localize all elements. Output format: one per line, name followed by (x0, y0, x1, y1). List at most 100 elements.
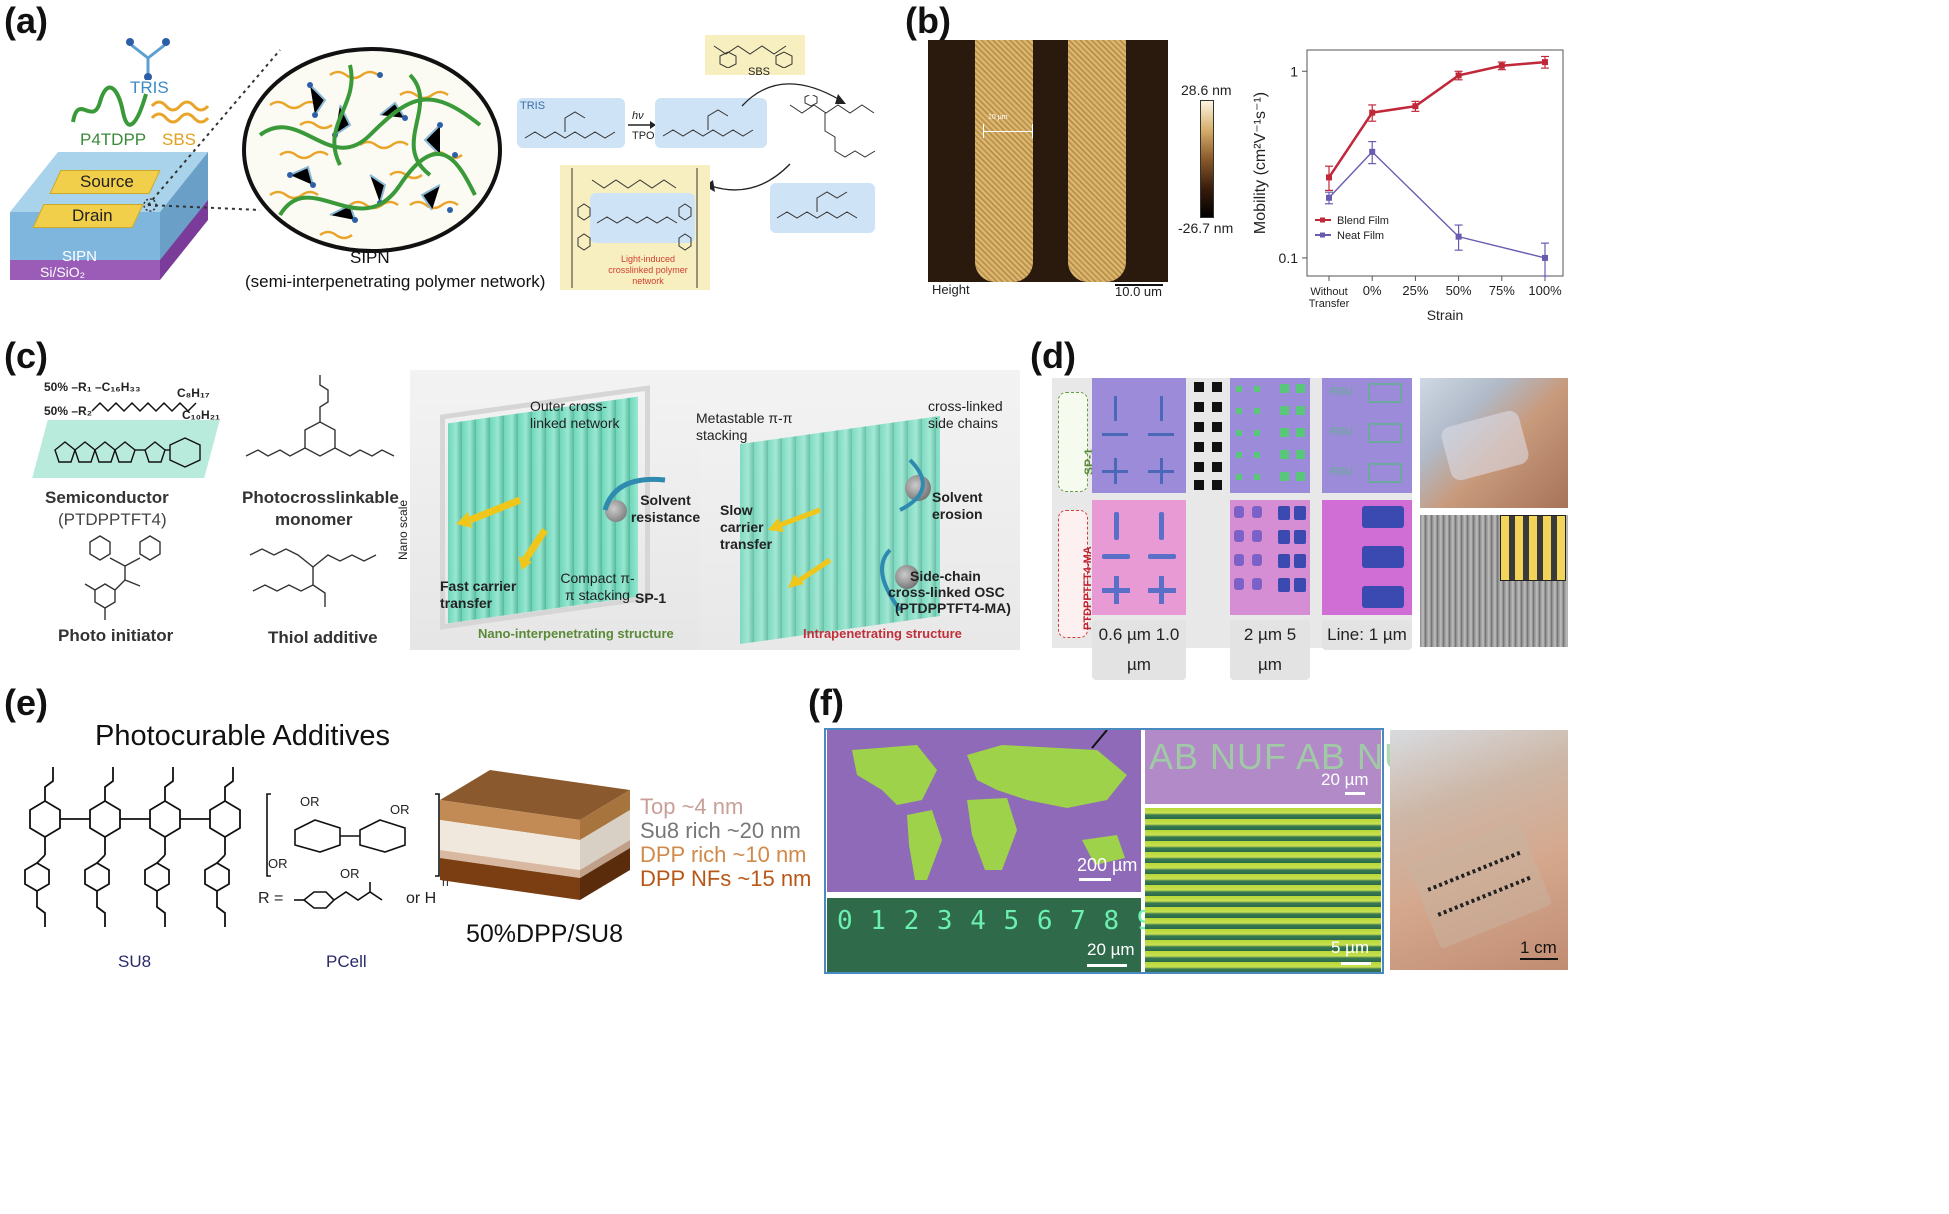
tris-structure (524, 111, 616, 139)
tris-label: TRIS (130, 78, 169, 97)
sp1-line-v2 (1160, 396, 1163, 421)
crosslink-structure (789, 95, 876, 158)
r1-label: 50% –R₁ –C₁₆H₃₃ (44, 380, 141, 394)
scheme-hv: hν (632, 110, 644, 122)
sp1-cube-label: SP-1 (635, 590, 667, 606)
line-caption: Line: 1 µm (1322, 620, 1412, 650)
data-point (1542, 59, 1548, 66)
cross-caption: 0.6 µm 1.0 µm (1092, 620, 1186, 680)
afm-colorbar-bottom: -26.7 nm (1178, 220, 1234, 236)
sp1-line-v1 (1114, 396, 1117, 421)
ma-line-v2 (1159, 512, 1164, 540)
solvent-resistance-label: Solvent resistance (630, 492, 701, 525)
data-point (1455, 72, 1462, 79)
x-axis-label: Strain (1427, 307, 1464, 320)
sp1-cross1-v (1114, 458, 1117, 484)
outer-network-label: Outer cross-linked network (530, 398, 620, 431)
layer-su8: Su8 rich ~20 nm (640, 818, 801, 843)
tris-molecule-icon (126, 38, 170, 80)
solvent-sphere-3 (895, 565, 919, 589)
photocurable-title: Photocurable Additives (95, 720, 391, 752)
series-line-neat-film (1328, 150, 1546, 259)
fast-carrier-arrows (456, 496, 548, 570)
ma-cross1-v (1114, 576, 1119, 604)
mobility-chart: 10.1WithoutTransfer0%25%50%75%100%Strain… (1252, 49, 1564, 320)
side-chain-label-1: Side-chain (910, 568, 981, 584)
afm-scalebar-label: 10.0 um (1115, 284, 1162, 299)
ma-cross-image (1092, 500, 1186, 615)
sp1-dot-grid (1236, 384, 1305, 481)
solvent-erosion-label: Solvent erosion (932, 489, 983, 522)
fdu-box-1 (1368, 383, 1402, 403)
letters-image: AB NUF AB NU 20 µm (1145, 730, 1410, 804)
lines-scale-label: 5 µm (1331, 938, 1370, 957)
tris-structure-2 (776, 191, 858, 219)
x-tick-label: Without (1310, 286, 1347, 298)
line-pattern-image: 5 µm (1145, 808, 1381, 972)
film-label: 50%DPP/SU8 (466, 920, 624, 948)
y-tick-label: 0.1 (1279, 250, 1299, 266)
sp1-cross2-v (1160, 458, 1163, 484)
source-label: Source (80, 172, 134, 191)
crosslinked-side-label: cross-linked side chains (928, 398, 1003, 431)
mask-pattern (1194, 382, 1222, 490)
fdu-text-2: FDU (1330, 426, 1353, 438)
intra-structure-caption: Intrapenetrating structure (803, 626, 962, 641)
legend-label: Neat Film (1337, 230, 1384, 242)
pcell-label: PCell (326, 952, 367, 971)
skin-scalebar (1520, 958, 1558, 960)
layer-dpp-rich: DPP rich ~10 nm (640, 842, 807, 867)
data-point (1412, 103, 1419, 110)
cycle-arrow-top (741, 83, 846, 107)
afm-colorbar-top: 28.6 nm (1181, 82, 1232, 98)
network-tris-box (590, 193, 695, 243)
thiol-label: Thiol additive (268, 628, 378, 647)
intra-arrows (768, 458, 925, 612)
sbs-label: SBS (162, 130, 197, 149)
scheme-tris-label: TRIS (520, 100, 546, 112)
digits-scalebar (1087, 964, 1127, 967)
pcell-or-4: OR (340, 866, 360, 881)
metastable-label: Metastable π-π stacking (696, 410, 793, 443)
afm-height-label: Height (932, 282, 970, 297)
thiyl-structure (662, 109, 754, 137)
y-axis-label: Mobility (cm²V⁻¹s⁻¹) (1252, 92, 1269, 234)
device-array-photo (1420, 515, 1568, 647)
fdu-text-3: FDU (1330, 466, 1353, 478)
pcell-or-2: OR (390, 802, 410, 817)
data-point (1369, 109, 1376, 116)
data-point (1542, 254, 1548, 261)
compact-stacking-label: Compact π-π stacking (560, 570, 635, 603)
ma-fdu-block-3 (1362, 586, 1404, 608)
thiyl-structure-box (655, 98, 767, 148)
sp1-fdu-image: FDU FDU FDU (1322, 378, 1412, 493)
data-point (1326, 194, 1332, 201)
panel-label-f: (f) (808, 682, 844, 723)
x-tick-label: 25% (1402, 283, 1428, 298)
pcell-or-3: OR (268, 856, 288, 871)
sbs-structure (713, 45, 793, 68)
ma-tag (1058, 510, 1088, 638)
data-point (1498, 62, 1505, 69)
cinnamoyl-structure (294, 882, 383, 909)
panel-label-d: (d) (1030, 335, 1076, 376)
legend-label: Blend Film (1337, 215, 1389, 227)
sp1-dot-array (1230, 378, 1310, 493)
data-point (1455, 233, 1462, 240)
data-point (1369, 148, 1376, 155)
map-scalebar (1079, 878, 1111, 881)
sipn-layer-label: SIPN (62, 248, 98, 265)
c10-label: C₁₀H₂₁ (182, 408, 220, 422)
zoom-lines (143, 49, 281, 212)
semiconductor-sub: (PTDPPTFT4) (58, 510, 167, 529)
x-tick-label: 0% (1363, 283, 1382, 298)
legend-marker (1320, 232, 1325, 238)
digits-text: 0 1 2 3 4 5 6 7 8 9 (837, 906, 1154, 936)
film-layer-block (440, 770, 630, 900)
skin-device-photo: 1 cm (1390, 730, 1568, 970)
layer-dpp-nfs: DPP NFs ~15 nm (640, 866, 812, 891)
ma-fdu-block-2 (1362, 546, 1404, 568)
x-tick-label: 75% (1489, 283, 1515, 298)
dot-caption: 2 µm 5 µm (1230, 620, 1310, 680)
ma-line-h2 (1148, 554, 1176, 559)
